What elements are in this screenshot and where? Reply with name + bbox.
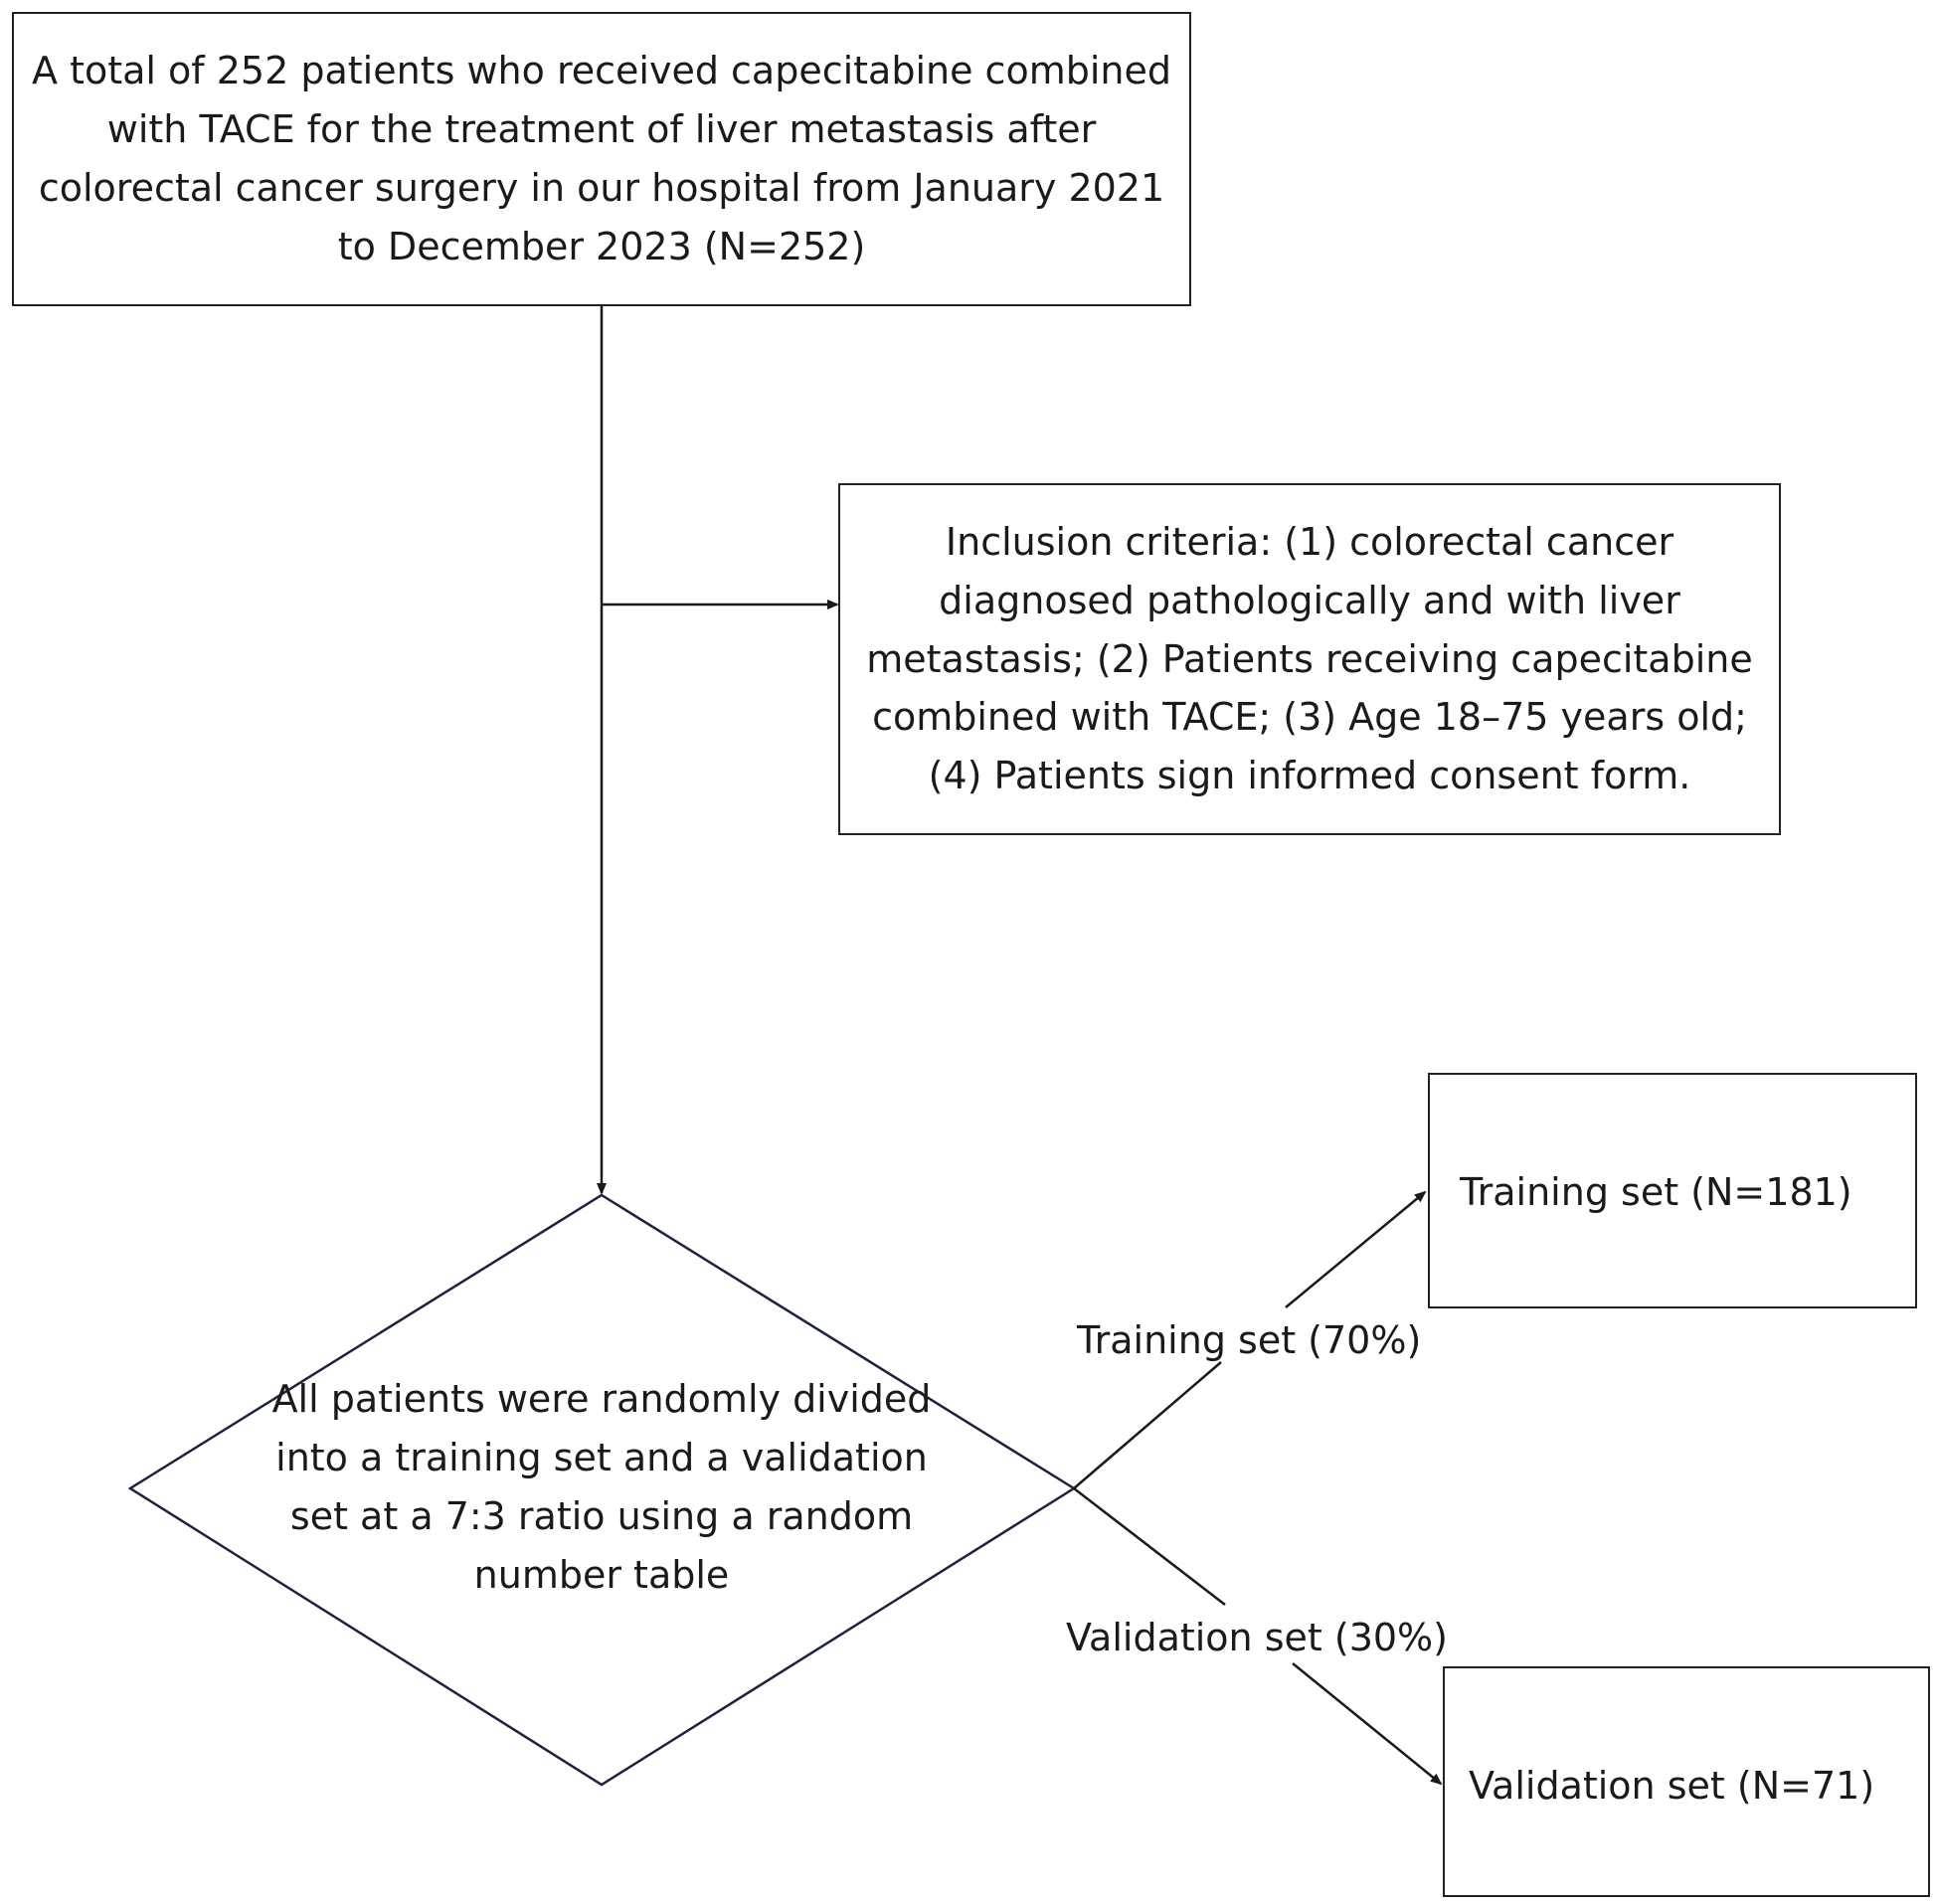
validation-connector-lower bbox=[1292, 1662, 1443, 1786]
training-connector-lower bbox=[1073, 1361, 1222, 1489]
training-connector-upper bbox=[1285, 1190, 1427, 1308]
randomization-diamond bbox=[127, 1193, 1077, 1787]
validation-set-text: Validation set (N=71) bbox=[1469, 1764, 1875, 1808]
inclusion-criteria-box: Inclusion criteria: (1) colorectal cance… bbox=[838, 483, 1781, 835]
training-set-box: Training set (N=181) bbox=[1428, 1073, 1917, 1308]
training-split-label: Training set (70%) bbox=[1077, 1318, 1422, 1362]
randomization-text: All patients were randomly divided into … bbox=[271, 1377, 932, 1597]
validation-set-box: Validation set (N=71) bbox=[1443, 1666, 1930, 1897]
total-patients-box: A total of 252 patients who received cap… bbox=[12, 12, 1191, 306]
inclusion-criteria-text: Inclusion criteria: (1) colorectal cance… bbox=[866, 519, 1753, 798]
training-set-text: Training set (N=181) bbox=[1460, 1170, 1852, 1214]
validation-connector-upper bbox=[1073, 1487, 1226, 1606]
total-patients-text: A total of 252 patients who received cap… bbox=[32, 49, 1171, 268]
validation-split-label: Validation set (30%) bbox=[1066, 1616, 1448, 1659]
